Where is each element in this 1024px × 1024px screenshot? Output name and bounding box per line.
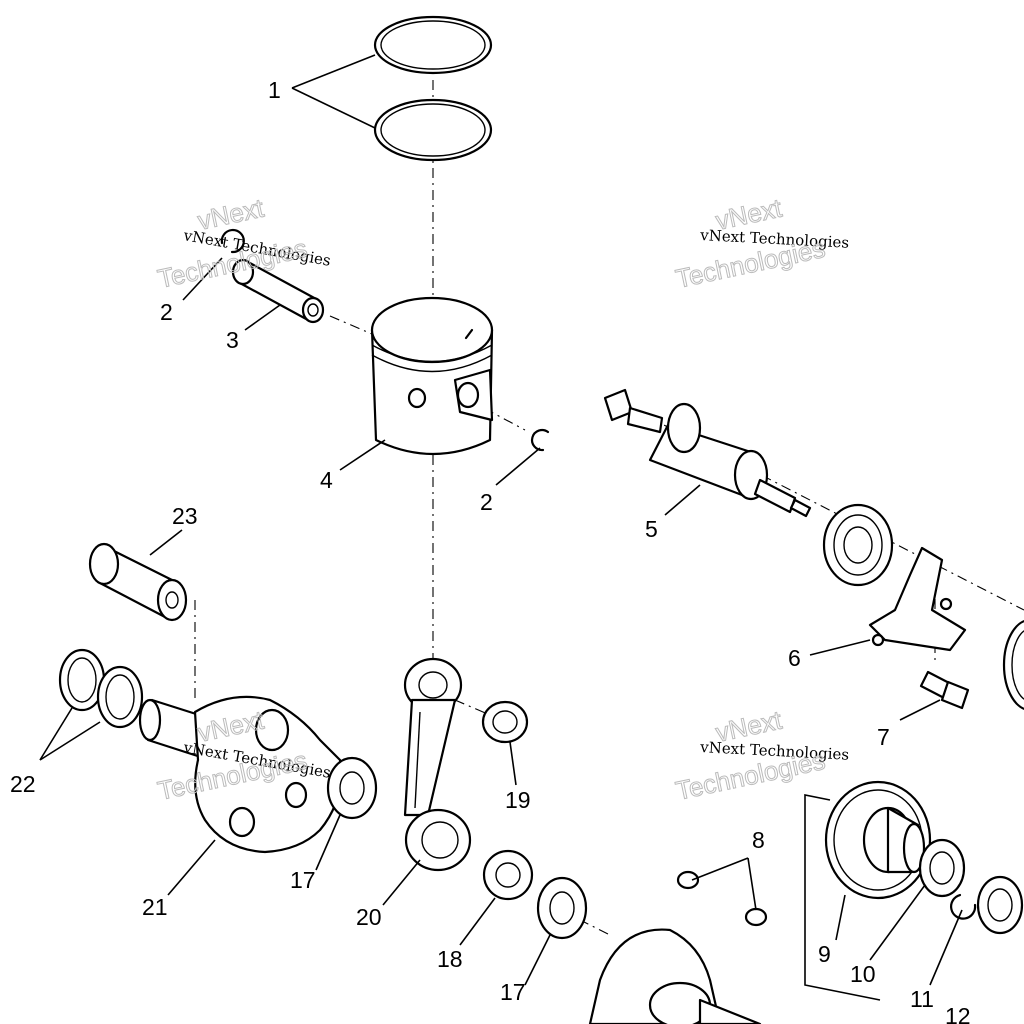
- callout-17-left: 17: [290, 867, 316, 893]
- gear-clip: [950, 893, 977, 920]
- piston-rings: [373, 15, 493, 162]
- callout-5: 5: [645, 516, 658, 542]
- small-end-bearing: [481, 700, 529, 744]
- callout-6: 6: [788, 645, 801, 671]
- group-bracket-lines: [804, 794, 881, 1001]
- callout-12: 12: [945, 1003, 971, 1024]
- callout-3: 3: [226, 327, 239, 353]
- watermark-4: vNext vNext Technologies Technologies: [673, 704, 850, 806]
- connecting-rod: [403, 657, 472, 872]
- balancer-gear: [824, 780, 932, 900]
- callout-18: 18: [437, 946, 463, 972]
- big-end-bearing: [482, 849, 534, 901]
- callout-1: 1: [268, 77, 281, 103]
- callout-2-right: 2: [480, 489, 493, 515]
- watermark-2: vNext vNext Technologies Technologies: [673, 192, 850, 294]
- thrust-washer-lower: [536, 876, 588, 940]
- callout-20: 20: [356, 904, 382, 930]
- shaft-bracket: [868, 546, 967, 652]
- callout-19: 19: [505, 787, 531, 813]
- callout-22: 22: [10, 771, 36, 797]
- callout-4: 4: [320, 467, 333, 493]
- bracket-bolt: [919, 670, 970, 710]
- callout-17-right: 17: [500, 979, 526, 1005]
- gear-bearing: [976, 875, 1024, 935]
- callout-8: 8: [752, 827, 765, 853]
- circlip-right: [531, 429, 550, 452]
- piston-pin: [231, 258, 325, 324]
- callout-7: 7: [877, 724, 890, 750]
- callout-21: 21: [142, 894, 168, 920]
- callout-10: 10: [850, 961, 876, 987]
- crank-shims: [58, 648, 144, 729]
- shaft-bearing: [822, 503, 894, 587]
- gear-washer: [918, 838, 966, 898]
- balancer-shaft: [603, 388, 812, 518]
- callout-9: 9: [818, 941, 831, 967]
- callout-2-left: 2: [160, 299, 173, 325]
- crankshaft-half: [138, 695, 342, 854]
- circlip-left: [220, 228, 245, 254]
- callout-23: 23: [172, 503, 198, 529]
- woodruff-keys: [676, 870, 768, 927]
- crankshaft-half-lower: [588, 928, 762, 1024]
- leader-lines: [39, 54, 963, 986]
- crank-pin: [88, 542, 188, 622]
- thrust-washer-upper: [326, 756, 378, 820]
- piston: [370, 296, 494, 456]
- callout-numbers: 1 2 3 4 2 5 6 7 8 9 10 11 12 23 22 21 17…: [10, 77, 971, 1024]
- callout-11: 11: [910, 986, 934, 1012]
- drive-gear-partial: [1002, 620, 1024, 710]
